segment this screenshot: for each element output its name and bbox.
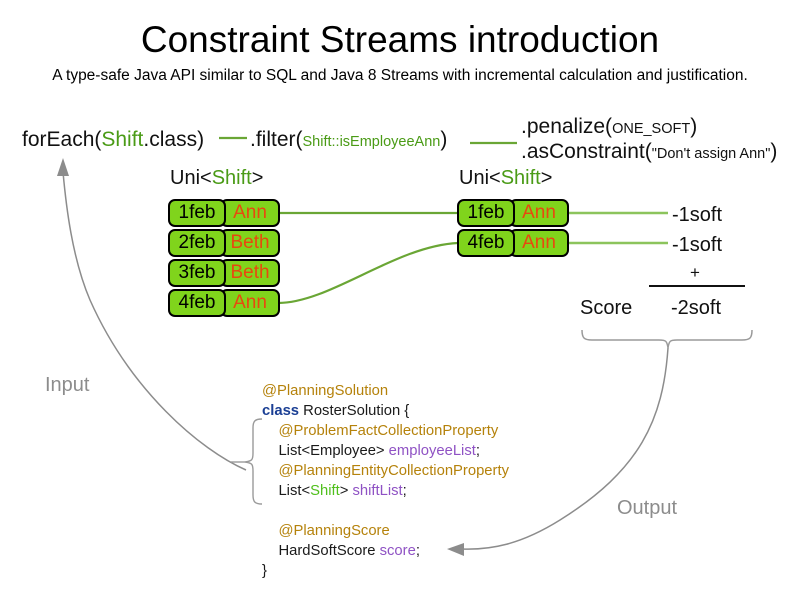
code-line: @PlanningEntityCollectionProperty [262, 461, 509, 481]
score-brace [581, 329, 753, 349]
code-token-plain: RosterSolution { [299, 403, 410, 419]
code-token-ann: @PlanningEntityCollectionProperty [278, 463, 509, 479]
code-token-plain: } [262, 563, 267, 579]
tuple-cell-employee: Ann [220, 289, 280, 317]
pipeline-asconstraint-arg: "Don't assign Ann" [651, 146, 771, 162]
score-divider [649, 285, 745, 287]
tuple-cell-employee: Beth [220, 259, 280, 287]
pipeline-filter-suffix: ) [440, 128, 448, 151]
code-line: HardSoftScore score; [262, 541, 509, 561]
score-operator: + [690, 263, 700, 282]
code-token-plain: List<Employee> [278, 443, 389, 459]
code-token-ann: @PlanningSolution [262, 383, 389, 399]
uni-label-left: Uni<Shift> [170, 166, 263, 190]
code-line: @ProblemFactCollectionProperty [262, 421, 509, 441]
input-label: Input [45, 374, 90, 396]
input-arrowhead [57, 158, 69, 176]
penalty-label-2: -1soft [672, 234, 723, 256]
tuple-cell-date: 2feb [168, 229, 226, 257]
code-indent [262, 443, 278, 459]
code-token-plain: ; [475, 443, 480, 459]
code-token-plain: List< [278, 483, 311, 499]
tuple-cell-employee: Ann [509, 199, 569, 227]
score-total: -2soft [670, 297, 722, 319]
pipeline-filter: .filter(Shift::isEmployeeAnn) [250, 128, 447, 154]
tuple-cell-employee: Ann [509, 229, 569, 257]
uni-left-type: Shift [211, 167, 252, 189]
tuple-cell-employee: Beth [220, 229, 280, 257]
pipeline-filter-prefix: .filter( [250, 128, 303, 151]
code-line: } [262, 561, 509, 581]
output-label: Output [617, 497, 678, 519]
code-token-ann: @PlanningScore [278, 523, 390, 539]
pipeline-foreach-suffix: .class) [143, 128, 205, 151]
pipeline-foreach-prefix: forEach( [22, 128, 102, 151]
penalty-label-1: -1soft [672, 204, 723, 226]
tuple-cell-date: 4feb [457, 229, 515, 257]
tuple-cell-date: 3feb [168, 259, 226, 287]
tuple-cell-date: 1feb [457, 199, 515, 227]
code-indent [262, 463, 278, 479]
code-token-plain: > [339, 483, 353, 499]
code-token-plain [262, 503, 266, 519]
pipeline-penalize-suffix: ) [690, 115, 698, 138]
code-indent [262, 523, 278, 539]
code-token-plain: ; [402, 483, 407, 499]
code-token-gshift: Shift [310, 483, 340, 499]
uni-right-type: Shift [500, 167, 541, 189]
slide-subtitle: A type-safe Java API similar to SQL and … [52, 67, 748, 84]
uni-right-prefix: Uni< [459, 167, 501, 189]
pipeline-penalize-prefix: .penalize( [521, 115, 613, 138]
uni-label-right: Uni<Shift> [459, 166, 552, 190]
pipeline-asconstraint-prefix: .asConstraint( [521, 140, 652, 163]
code-line: List<Employee> employeeList; [262, 441, 509, 461]
connector-tuple-4feb [277, 241, 459, 305]
code-token-plain: ; [415, 543, 420, 559]
code-token-kw: class [262, 403, 300, 419]
code-token-fld: employeeList [388, 443, 476, 459]
code-line [262, 501, 509, 521]
uni-left-suffix: > [251, 167, 264, 189]
code-token-fld: score [379, 543, 416, 559]
uni-left-prefix: Uni< [170, 167, 212, 189]
tuple-cell-date: 4feb [168, 289, 226, 317]
pipeline-filter-arg: Shift::isEmployeeAnn [302, 134, 441, 150]
code-indent [262, 423, 278, 439]
code-token-ann: @ProblemFactCollectionProperty [278, 423, 499, 439]
tuple-cell-date: 1feb [168, 199, 226, 227]
code-brace [244, 418, 263, 505]
code-token-plain: HardSoftScore [278, 543, 380, 559]
code-line: @PlanningSolution [262, 381, 509, 401]
score-label: Score [580, 297, 633, 319]
code-line: List<Shift> shiftList; [262, 481, 509, 501]
pipeline-foreach-type: Shift [101, 128, 144, 151]
code-line: @PlanningScore [262, 521, 509, 541]
tuple-cell-employee: Ann [220, 199, 280, 227]
pipeline-asconstraint-suffix: ) [770, 140, 778, 163]
pipeline-asconstraint: .asConstraint("Don't assign Ann") [521, 140, 777, 166]
code-indent [262, 483, 278, 499]
uni-right-suffix: > [540, 167, 553, 189]
pipeline-foreach: forEach(Shift.class) [22, 128, 204, 152]
code-token-fld: shiftList [352, 483, 403, 499]
code-line: class RosterSolution { [262, 401, 509, 421]
code-indent [262, 543, 278, 559]
pipeline-penalize: .penalize(ONE_SOFT) [521, 115, 697, 141]
pipeline-penalize-arg: ONE_SOFT [612, 121, 691, 137]
slide-title: Constraint Streams introduction [140, 19, 660, 60]
